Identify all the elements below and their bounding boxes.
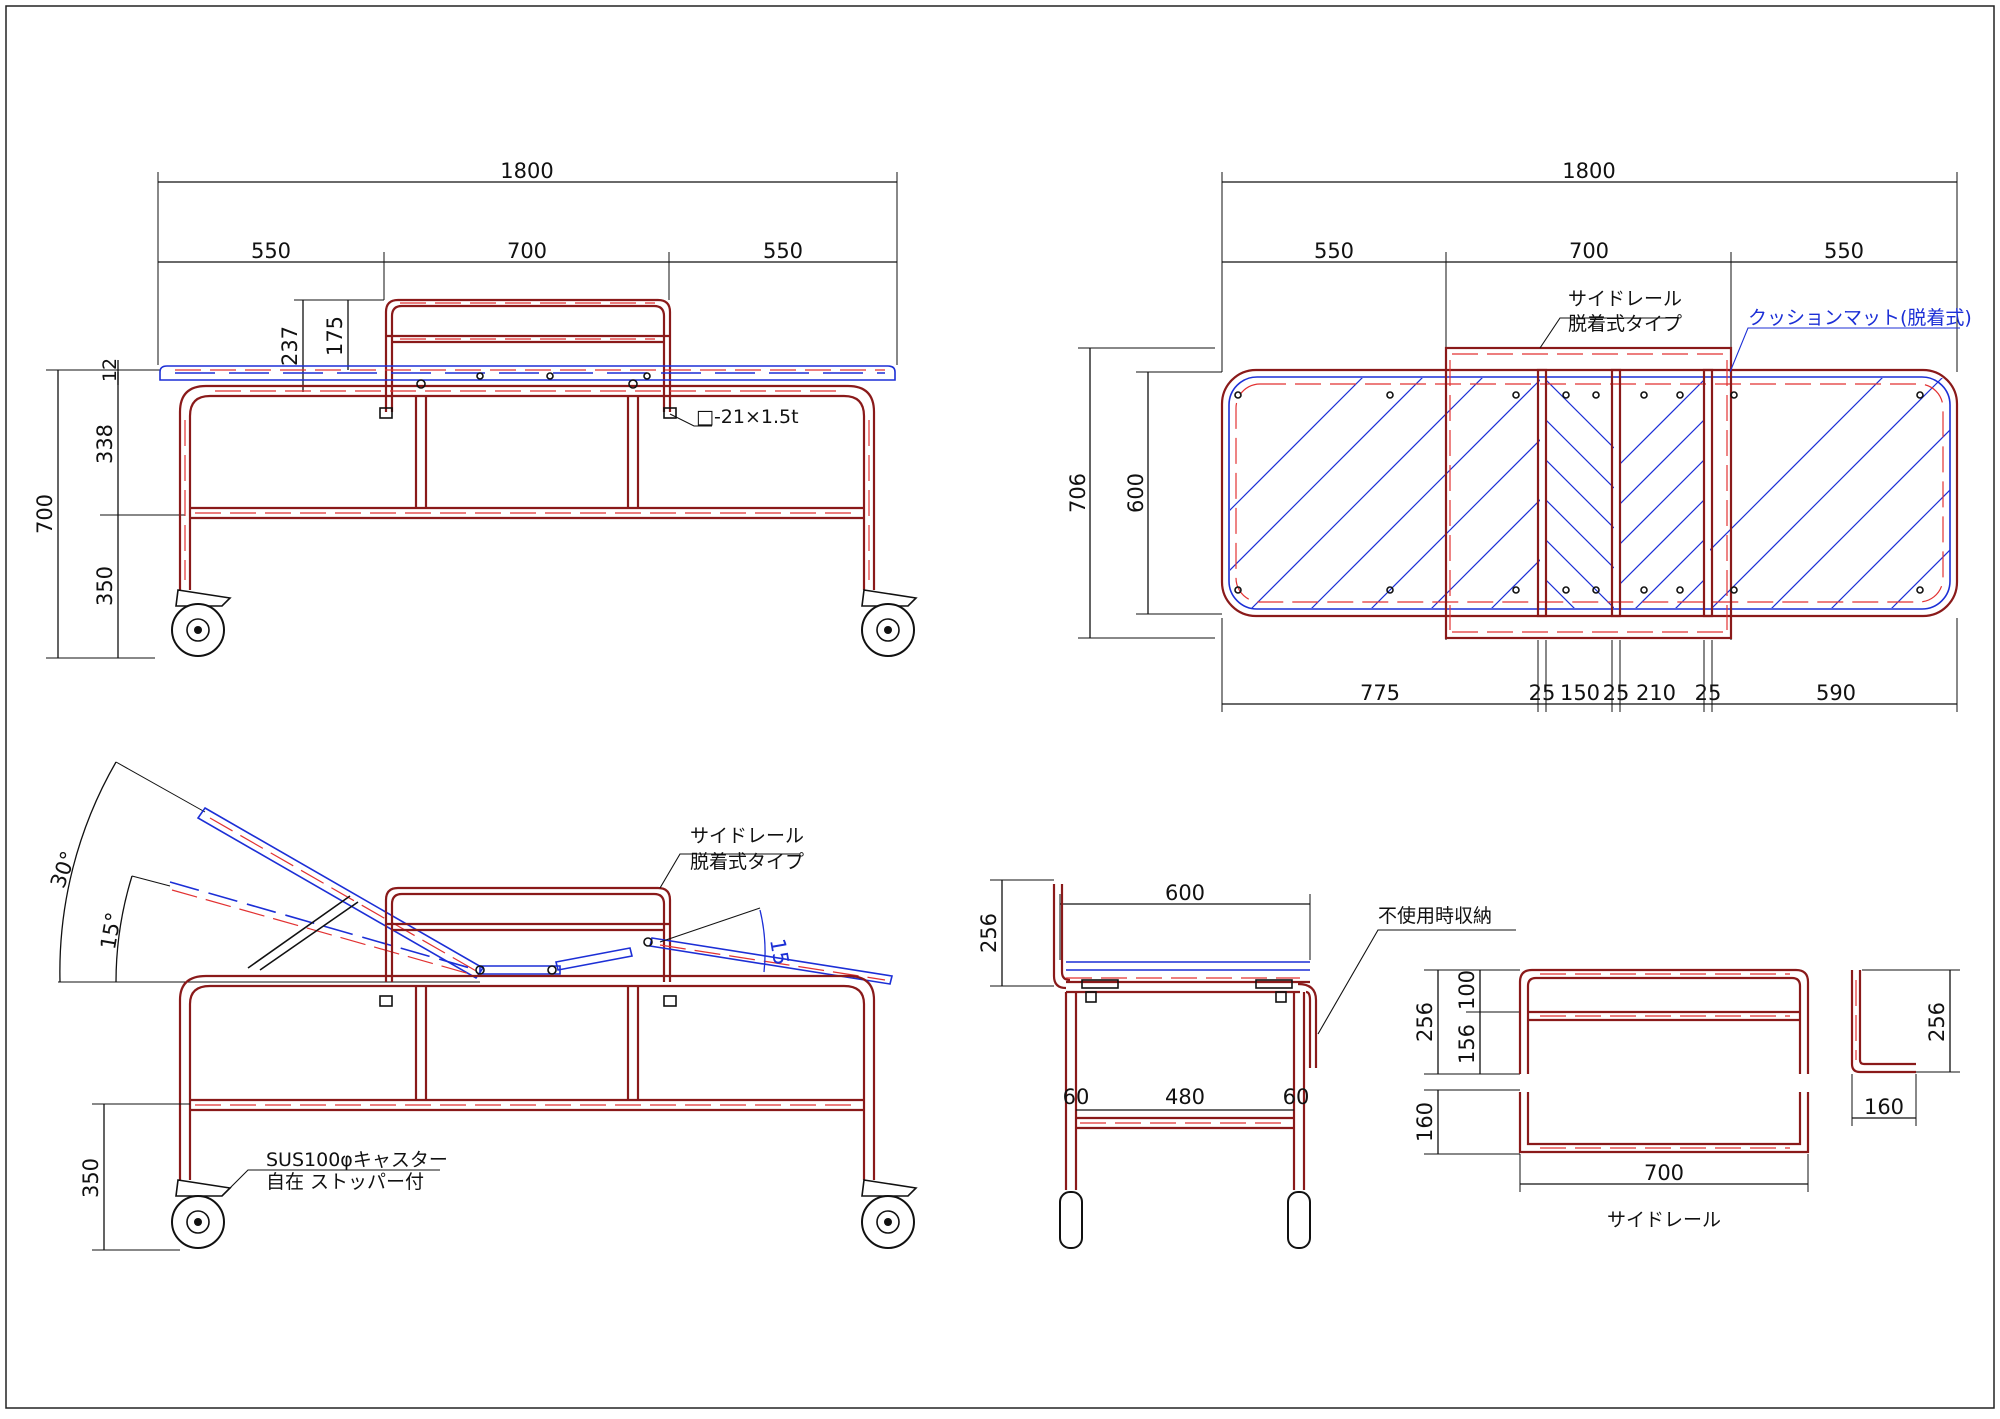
top-mat-note: クッションマット(脱着式) bbox=[1748, 307, 1972, 329]
side-deck-thickness: 12 bbox=[99, 358, 121, 382]
side-tube-spec: □-21×1.5t bbox=[696, 406, 799, 428]
reclined-caster-left bbox=[171, 1179, 232, 1249]
top-hatch-mid1 bbox=[1546, 379, 1614, 608]
reclined-angle-15: 15° bbox=[96, 910, 126, 951]
reclined-angle-leg: 15 bbox=[765, 937, 793, 967]
rail-lower: 156 bbox=[1455, 1024, 1479, 1064]
top-bottom-dim-2: 150 bbox=[1560, 681, 1600, 705]
rail-upper: 100 bbox=[1455, 970, 1479, 1010]
top-right-dim: 550 bbox=[1824, 239, 1864, 263]
rail-caption: サイドレール bbox=[1607, 1209, 1721, 1231]
reclined-caster-right bbox=[861, 1179, 918, 1249]
rail-length: 700 bbox=[1644, 1161, 1684, 1185]
end-width-dim: 600 bbox=[1165, 881, 1205, 905]
top-bottom-dim-6: 590 bbox=[1816, 681, 1856, 705]
reclined-rail-note-2: 脱着式タイプ bbox=[690, 851, 804, 873]
reclined-caster-note-2: 自在 ストッパー付 bbox=[266, 1171, 424, 1193]
end-inner-span: 480 bbox=[1165, 1085, 1205, 1109]
top-bottom-dim-4: 210 bbox=[1636, 681, 1676, 705]
top-bottom-dim-3: 25 bbox=[1603, 681, 1630, 705]
top-hatch-right bbox=[1710, 378, 1950, 608]
end-inset-right: 60 bbox=[1283, 1085, 1310, 1109]
side-view: 1800 550 700 550 700 338 350 237 175 12 bbox=[33, 159, 918, 659]
reclined-caster-note-1: SUS100φキャスター bbox=[266, 1149, 448, 1171]
end-inset-left: 60 bbox=[1063, 1085, 1090, 1109]
top-width-total: 706 bbox=[1066, 473, 1090, 513]
top-bolt-holes bbox=[1234, 391, 1924, 594]
reclined-angle-30: 30° bbox=[46, 848, 81, 891]
rail-detail: 256 100 156 160 700 サイドレール 256 160 bbox=[1413, 968, 1960, 1231]
rail-profile-height: 256 bbox=[1925, 1002, 1949, 1042]
top-hatch-left bbox=[1230, 378, 1540, 608]
end-rail-height: 256 bbox=[977, 913, 1001, 953]
reclined-view: 30° 15° 15 サイドレール 脱着式タイプ bbox=[46, 761, 918, 1251]
top-rail-note-2: 脱着式タイプ bbox=[1568, 313, 1682, 335]
side-rail-total: 237 bbox=[278, 326, 302, 366]
rail-profile-depth: 160 bbox=[1864, 1095, 1904, 1119]
top-hatch-mid2 bbox=[1620, 379, 1704, 608]
top-width-inner: 600 bbox=[1124, 473, 1148, 513]
rail-height-total: 256 bbox=[1413, 1002, 1437, 1042]
side-right-dim: 550 bbox=[763, 239, 803, 263]
reclined-rail-note-1: サイドレール bbox=[690, 825, 804, 847]
top-left-dim: 550 bbox=[1314, 239, 1354, 263]
side-total-height: 700 bbox=[33, 494, 57, 534]
reclined-lower-height: 350 bbox=[79, 1158, 103, 1198]
side-left-dim: 550 bbox=[251, 239, 291, 263]
side-center-dim: 700 bbox=[507, 239, 547, 263]
top-bottom-dim-0: 775 bbox=[1360, 681, 1400, 705]
top-bottom-dim-1: 25 bbox=[1529, 681, 1556, 705]
top-rail-note-1: サイドレール bbox=[1568, 288, 1682, 310]
top-bottom-dim-5: 25 bbox=[1695, 681, 1722, 705]
end-view: 600 256 480 60 60 bbox=[977, 879, 1516, 1249]
side-caster-right bbox=[861, 589, 918, 657]
rail-foot: 160 bbox=[1413, 1102, 1437, 1142]
side-rail-height: 175 bbox=[323, 316, 347, 356]
top-overall-dim: 1800 bbox=[1562, 159, 1615, 183]
side-lower-height: 350 bbox=[93, 566, 117, 606]
side-overall-dim: 1800 bbox=[500, 159, 553, 183]
sheet-border bbox=[5, 5, 1995, 1409]
side-caster-left bbox=[171, 589, 232, 657]
end-stow-note: 不使用時収納 bbox=[1378, 905, 1492, 927]
side-upper-height: 338 bbox=[93, 424, 117, 464]
top-view: 1800 550 700 550 706 600 bbox=[1066, 159, 1972, 712]
top-center-dim: 700 bbox=[1569, 239, 1609, 263]
